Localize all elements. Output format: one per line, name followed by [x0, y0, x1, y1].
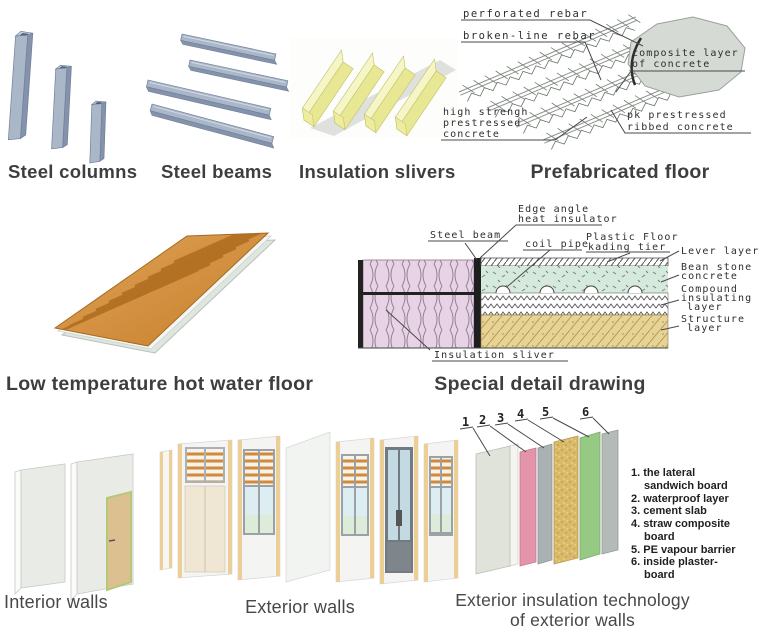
insulation-layers-legend: 1. the lateral sandwich board 2. waterpr…	[631, 467, 768, 582]
exterior-walls-graphic	[159, 431, 459, 585]
legend-item-5: 5. PE vapour barrier	[631, 543, 736, 556]
label-plastic-floor-line1: Plastic Floor	[586, 232, 679, 243]
floor-layer-stack	[358, 257, 669, 349]
interior-walls-caption: Interior walls	[4, 592, 108, 612]
coil-pipe-sections	[495, 285, 643, 294]
exterior-insulation-caption: Exterior insulation technology of exteri…	[425, 590, 720, 630]
label-compound-line2: insulating	[681, 293, 752, 304]
steel-beams-graphic	[145, 33, 290, 149]
label-high-strength-line2: prestressed	[443, 118, 521, 129]
prefabricated-floor-graphic: perforated rebar broken-line rebar compo…	[441, 8, 751, 152]
label-compound-line1: Compound	[681, 284, 738, 295]
board-pe-vapour	[579, 431, 601, 561]
detail-labels: Edge angle heat insulator Steel beam coi…	[385, 204, 759, 362]
label-structure-line1: Structure	[681, 314, 745, 325]
special-detail-caption: Special detail drawing	[434, 373, 646, 395]
steel-column	[51, 64, 72, 150]
board-waterproof	[519, 447, 537, 567]
exterior-wall-panel	[285, 431, 331, 583]
legend-item-6: 6. inside plaster- board	[631, 556, 718, 581]
layer-number-1: 1	[462, 415, 469, 429]
insulation-sliver-bars	[302, 49, 447, 137]
board-cement-slab	[537, 443, 553, 565]
exterior-wall-panel	[335, 437, 375, 583]
board-lateral-sandwich	[475, 445, 511, 575]
steel-columns-caption: Steel columns	[8, 161, 138, 182]
interior-wall-panel-with-door	[70, 453, 134, 601]
label-high-strength-line3: concrete	[443, 129, 500, 140]
steel-column	[89, 100, 107, 164]
steel-columns-graphic	[7, 30, 107, 164]
left-edge-bar	[358, 260, 363, 348]
legend-item-3: 3. cement slab	[631, 505, 707, 518]
steel-beam	[149, 103, 275, 149]
exterior-wall-panel-with-door	[379, 435, 419, 585]
layer-number-6: 6	[582, 405, 589, 419]
steel-beam	[180, 33, 278, 65]
label-high-strength-line1: high strengh	[443, 107, 528, 118]
hot-water-floor-graphic	[53, 232, 277, 354]
layer-number-4: 4	[517, 407, 524, 421]
legend-item-4: 4. straw composite board	[631, 518, 731, 543]
interior-door	[106, 490, 132, 592]
steel-beams-caption: Steel beams	[161, 161, 273, 182]
interior-wall-panel	[14, 463, 66, 595]
board-inside-plaster	[601, 429, 619, 555]
legend-item-2: 2. waterproof layer	[631, 492, 729, 505]
steel-beam	[145, 79, 272, 121]
layer-number-2: 2	[479, 413, 486, 427]
prefab-labels: perforated rebar broken-line rebar compo…	[441, 8, 751, 141]
label-compound-line3: layer	[687, 302, 723, 313]
label-structure-line2: layer	[687, 323, 723, 334]
coil-pipe-lines	[57, 233, 268, 334]
hot-water-floor-caption: Low temperature hot water floor	[6, 373, 314, 395]
exterior-insulation-caption-line1: Exterior insulation technology	[455, 590, 690, 610]
steel-column	[7, 30, 34, 141]
board-straw-composite	[553, 435, 579, 565]
layer-number-5: 5	[542, 405, 549, 419]
label-pk-line2: ribbed concrete	[627, 122, 734, 133]
label-perforated-rebar: perforated rebar	[463, 8, 588, 20]
special-detail-graphic: Edge angle heat insulator Steel beam coi…	[358, 204, 759, 362]
legend-item-1: 1. the lateral sandwich board	[631, 467, 728, 492]
layer-boards	[475, 429, 619, 575]
label-pk-line1: pk prestressed	[627, 110, 727, 121]
label-composite-layer-line2: of concrete	[632, 59, 710, 70]
label-steel-beam: Steel beam	[430, 230, 501, 241]
prefabricated-floor-caption: Prefabricated floor	[530, 161, 710, 183]
label-composite-layer-line1: composite layer	[632, 48, 739, 59]
exterior-wall-panel	[237, 435, 281, 581]
label-insulation-sliver: Insulation sliver	[434, 350, 555, 361]
label-bean-stone-line1: Bean stone	[681, 262, 752, 273]
insulation-slivers-caption: Insulation slivers	[299, 161, 456, 182]
insulation-slivers-graphic	[290, 38, 458, 138]
door-handle	[108, 539, 116, 542]
label-bean-stone-line2: concrete	[681, 271, 738, 282]
label-lever-layer: Lever layer	[681, 246, 759, 257]
exterior-insulation-caption-line2: of exterior walls	[510, 609, 635, 630]
layer-number-3: 3	[497, 411, 504, 425]
label-plastic-floor-line2: kading tier	[588, 242, 666, 253]
steel-beam	[188, 59, 290, 92]
label-edge-angle-line1: Edge angle	[518, 204, 589, 215]
label-edge-angle-line2: heat insulator	[518, 214, 618, 225]
steel-beam-bar	[474, 258, 481, 348]
exterior-insulation-graphic: 1 2 3 4 5 6	[459, 405, 619, 575]
interior-walls-graphic	[14, 453, 134, 601]
exterior-wall-panel	[177, 439, 233, 579]
layer-numbers: 1 2 3 4 5 6	[459, 405, 610, 457]
composite-concrete-blob	[627, 16, 746, 98]
label-coil-pipe: coil pipe	[525, 239, 589, 250]
label-broken-line-rebar: broken-line rebar	[463, 30, 596, 42]
exterior-wall-panel	[159, 449, 173, 571]
floor-heating-panel	[53, 232, 270, 347]
exterior-wall-panel	[423, 439, 459, 583]
exterior-walls-caption: Exterior walls	[245, 597, 355, 617]
